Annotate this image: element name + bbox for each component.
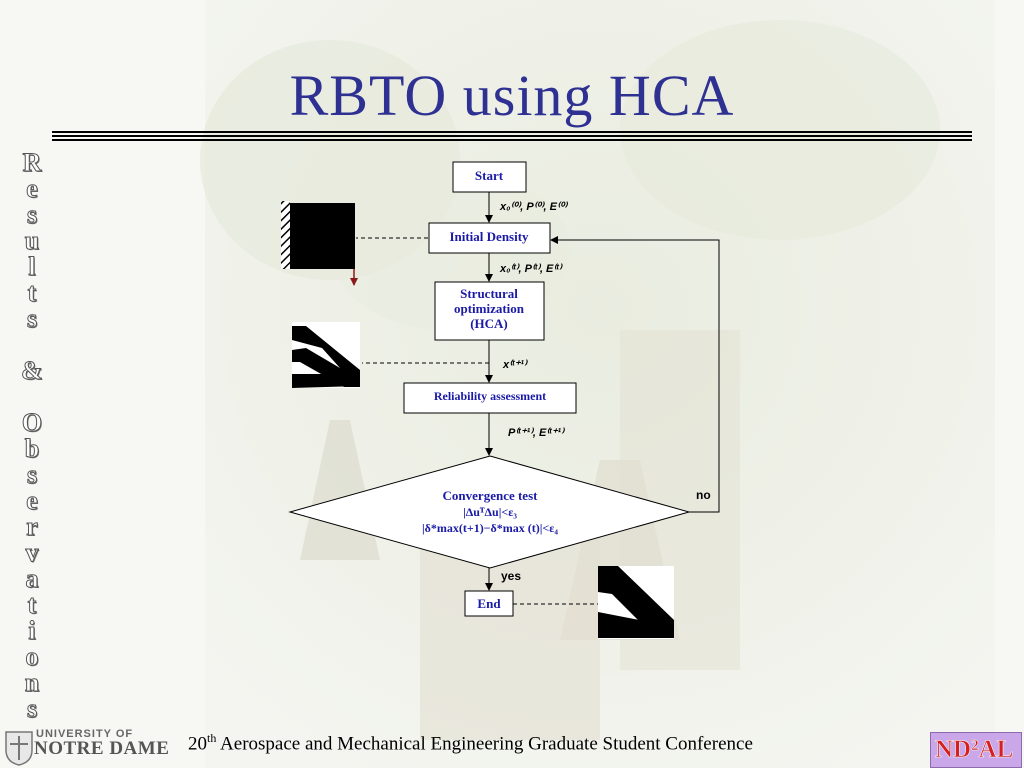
label-no: no bbox=[696, 488, 711, 502]
intermediate-topology-lower bbox=[292, 374, 360, 388]
nd2al-lab-logo: ND²AL bbox=[930, 732, 1022, 768]
label-yes: yes bbox=[501, 569, 521, 583]
convergence-diamond bbox=[288, 455, 691, 569]
convergence-line-1: Convergence test bbox=[443, 488, 539, 503]
footer-conference: 20th Aerospace and Mechanical Engineerin… bbox=[188, 731, 753, 755]
vertical-letter: i bbox=[28, 616, 36, 645]
label-updated-loads: P⁽ᵗ⁺¹⁾, E⁽ᵗ⁺¹⁾ bbox=[508, 427, 565, 439]
vertical-letter: R bbox=[22, 148, 42, 177]
structural-opt-line-2: optimization bbox=[454, 301, 525, 316]
vertical-letter: s bbox=[26, 304, 38, 333]
title-rule-middle bbox=[52, 135, 972, 137]
logo-university-text: UNIVERSITY OF bbox=[36, 728, 134, 740]
structural-optimization-box bbox=[434, 281, 545, 341]
convergence-line-2: |ΔuᵀΔu|<ε₃ bbox=[463, 505, 517, 519]
vertical-letter: e bbox=[26, 174, 39, 203]
vertical-letter: & bbox=[21, 356, 44, 385]
design-domain-block bbox=[290, 203, 355, 269]
structural-opt-line-1: Structural bbox=[460, 286, 518, 301]
vertical-letter: n bbox=[24, 668, 40, 697]
vertical-letter: s bbox=[26, 200, 38, 229]
vertical-letter: s bbox=[26, 694, 38, 723]
vertical-letter: o bbox=[25, 642, 39, 671]
vertical-letter: t bbox=[27, 278, 37, 307]
reliability-label: Reliability assessment bbox=[434, 389, 546, 403]
vertical-letter: O bbox=[21, 408, 43, 437]
title-rule-top bbox=[52, 131, 972, 133]
final-topology-lower bbox=[598, 612, 674, 638]
fixed-support-hatch bbox=[281, 201, 290, 269]
end-label: End bbox=[477, 596, 501, 611]
convergence-line-3: |δ*max(t+1)−δ*max (t)|<ε₄ bbox=[422, 521, 558, 535]
label-optimized-density: x⁽ᵗ⁺¹⁾ bbox=[502, 359, 528, 371]
vertical-letter: t bbox=[27, 590, 37, 619]
footer-suffix: th bbox=[207, 731, 217, 745]
reliability-box bbox=[403, 382, 577, 414]
label-initial-variables: x₀⁽⁰⁾, P⁽⁰⁾, E⁽⁰⁾ bbox=[499, 201, 568, 213]
vertical-letter: l bbox=[28, 252, 36, 281]
structural-opt-line-3: (HCA) bbox=[470, 316, 508, 331]
vertical-letter: u bbox=[24, 226, 40, 255]
notre-dame-crest-icon bbox=[5, 731, 33, 766]
vertical-letter: b bbox=[24, 434, 40, 463]
intermediate-topology-shape bbox=[292, 326, 360, 387]
initial-density-label: Initial Density bbox=[449, 229, 529, 244]
footer-number: 20 bbox=[188, 733, 207, 755]
loop-back-arrow bbox=[550, 236, 720, 513]
title-rule-bottom bbox=[52, 139, 972, 141]
vertical-letter: v bbox=[25, 538, 39, 567]
vertical-letter: a bbox=[25, 564, 39, 593]
logo-notre-dame-text: NOTRE DAME bbox=[34, 738, 170, 759]
end-box bbox=[464, 590, 514, 617]
initial-density-box bbox=[428, 222, 551, 254]
vertical-letter: s bbox=[26, 460, 38, 489]
slide-title: RBTO using HCA bbox=[289, 63, 735, 128]
vertical-letter: e bbox=[26, 486, 39, 515]
start-label: Start bbox=[475, 168, 504, 183]
vertical-letter: r bbox=[26, 512, 39, 541]
lab-logo-text: ND²AL bbox=[935, 736, 1014, 764]
final-topology-upper bbox=[598, 566, 674, 638]
label-iteration-variables: x₀⁽ᵗ⁾, P⁽ᵗ⁾, E⁽ᵗ⁾ bbox=[499, 263, 563, 275]
footer-conference-name: Aerospace and Mechanical Engineering Gra… bbox=[216, 733, 753, 755]
